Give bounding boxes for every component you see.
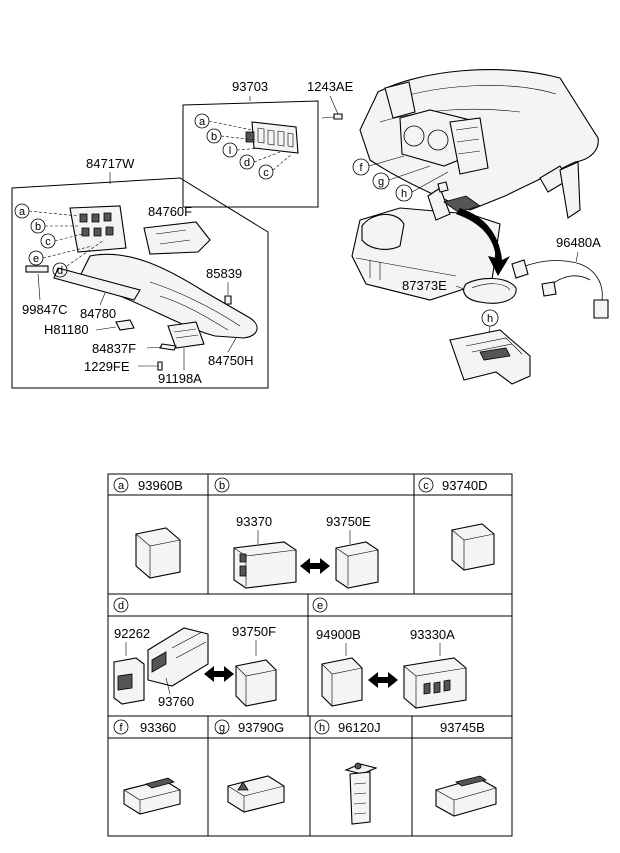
svg-text:d: d <box>57 265 63 277</box>
svg-text:g: g <box>219 722 225 734</box>
part-93790G: 93790G <box>238 720 284 735</box>
svg-text:f: f <box>359 162 363 174</box>
svg-text:a: a <box>19 206 26 218</box>
svg-text:d: d <box>244 157 250 169</box>
cell-b: b 93370 93750E <box>214 477 379 589</box>
cell-e: e 94900B 93330A <box>312 597 467 709</box>
part-94900B: 94900B <box>316 627 361 642</box>
svg-text:h: h <box>401 188 407 200</box>
svg-text:l: l <box>229 145 231 157</box>
svg-text:b: b <box>211 131 217 143</box>
bracket-callout-d: d <box>239 151 281 170</box>
cell-93745B: 93745B <box>435 720 497 817</box>
interchange-arrow-b <box>300 558 330 574</box>
callout-93703: 93703 <box>232 79 268 94</box>
bracket-callout-c: c <box>258 153 293 180</box>
svg-text:b: b <box>219 480 225 492</box>
callout-1243AE: 1243AE <box>307 79 354 94</box>
part-93750F: 93750F <box>232 624 276 639</box>
callout-99847C: 99847C <box>22 302 68 317</box>
part-93360: 93360 <box>140 720 176 735</box>
svg-text:b: b <box>35 221 41 233</box>
callout-84760F: 84760F <box>148 204 192 219</box>
part-93750E: 93750E <box>326 514 371 529</box>
svg-text:h: h <box>319 722 325 734</box>
svg-text:c: c <box>45 236 51 248</box>
svg-text:e: e <box>317 600 323 612</box>
parts-table: a 93960B b 93370 93750E c 93740D <box>107 473 513 837</box>
callout-96480A: 96480A <box>556 235 601 250</box>
dash-callout-f: f <box>352 155 405 176</box>
svg-text:d: d <box>118 600 124 612</box>
switch-cluster-group: 93703 1243AE a b l d <box>182 79 354 208</box>
cell-d: d 92262 93760 93750F <box>113 597 277 709</box>
callout-1229FE: 1229FE <box>84 359 130 374</box>
callout-91198A: 91198A <box>158 371 202 386</box>
callout-84837F: 84837F <box>92 341 136 356</box>
console-unit-h: h <box>449 309 531 385</box>
part-96120J: 96120J <box>338 720 381 735</box>
bracket-callout-a: a <box>194 113 253 131</box>
cell-h: h 96120J <box>314 719 381 825</box>
bracket-callout-b: b <box>206 128 257 144</box>
part-93960B: 93960B <box>138 478 183 493</box>
part-93370: 93370 <box>236 514 272 529</box>
svg-text:c: c <box>263 167 269 179</box>
dashboard-illustration: f g h <box>351 69 599 301</box>
center-panel-group: 84717W 84760F 85839 84780 99847C H81180 <box>11 156 269 389</box>
svg-text:a: a <box>199 116 206 128</box>
panel-callout-d: d <box>52 239 105 278</box>
svg-text:c: c <box>423 480 429 492</box>
callout-84750H: 84750H <box>208 353 254 368</box>
cell-f: f 93360 <box>113 719 181 815</box>
panel-callout-b: b <box>30 218 80 234</box>
part-93745B: 93745B <box>440 720 485 735</box>
part-93330A: 93330A <box>410 627 455 642</box>
callout-84717W: 84717W <box>86 156 135 171</box>
bracket-callout-l: l <box>222 142 263 158</box>
svg-text:g: g <box>378 176 384 188</box>
callout-84780: 84780 <box>80 306 116 321</box>
cell-a: a 93960B <box>113 477 183 579</box>
panel-callout-e: e <box>28 245 93 266</box>
dash-callout-h: h <box>395 171 449 202</box>
part-92262: 92262 <box>114 626 150 641</box>
callout-H81180: H81180 <box>44 322 89 337</box>
svg-text:h: h <box>487 313 493 325</box>
panel-callout-c: c <box>40 233 83 249</box>
panel-callout-a: a <box>14 203 79 219</box>
bezel-87373E: 87373E <box>402 277 517 304</box>
callout-87373E: 87373E <box>402 278 447 293</box>
svg-text:f: f <box>119 722 123 734</box>
dash-callout-g: g <box>372 165 431 190</box>
interchange-arrow-e <box>368 672 398 688</box>
svg-text:a: a <box>118 480 125 492</box>
part-93740D: 93740D <box>442 478 488 493</box>
harness-96480A: 96480A <box>511 235 609 319</box>
callout-85839: 85839 <box>206 266 242 281</box>
svg-text:e: e <box>33 253 39 265</box>
cell-g: g 93790G <box>214 719 285 813</box>
interchange-arrow-d <box>204 666 234 682</box>
cell-c: c 93740D <box>418 477 495 571</box>
part-93760: 93760 <box>158 694 194 709</box>
